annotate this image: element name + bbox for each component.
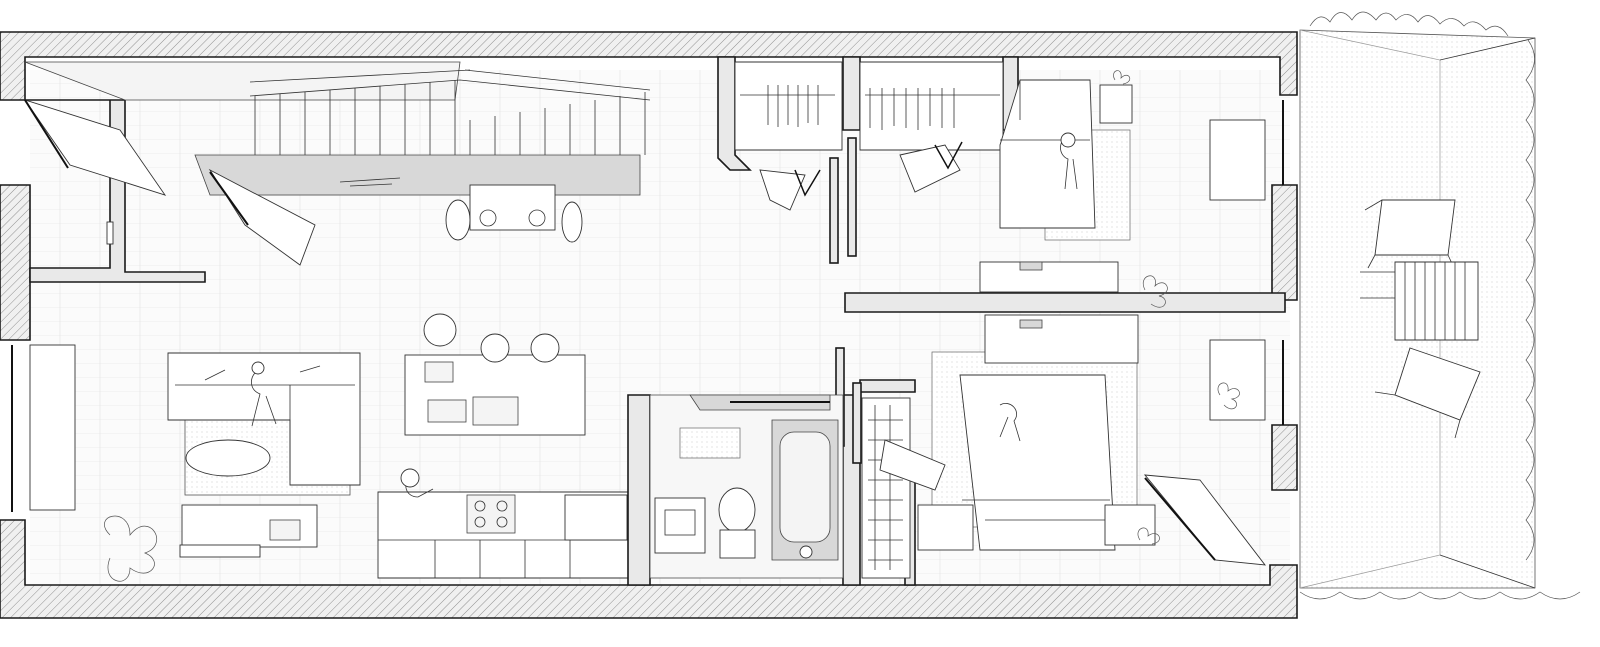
bath-mat bbox=[679, 427, 741, 459]
bed-top bbox=[999, 79, 1096, 229]
wardrobe-left bbox=[734, 61, 843, 211]
closet-shelves bbox=[861, 397, 911, 579]
window-bedroom-bottom bbox=[1209, 339, 1266, 421]
nightstand-top bbox=[1099, 84, 1133, 124]
living-area bbox=[104, 352, 361, 582]
coffee-table bbox=[185, 439, 271, 477]
bathroom bbox=[649, 394, 844, 579]
terrace-chair-bottom bbox=[1374, 347, 1481, 439]
mezzanine-edge bbox=[194, 154, 641, 196]
terrace bbox=[1299, 11, 1581, 600]
dining-table bbox=[445, 184, 583, 243]
plants-floor bbox=[1142, 275, 1168, 308]
fridge bbox=[564, 494, 628, 541]
dining-chair-left bbox=[445, 199, 471, 241]
entry-door bbox=[23, 99, 167, 196]
bed-bottom bbox=[959, 374, 1116, 551]
plant-monstera bbox=[104, 515, 157, 582]
closet-door bbox=[208, 168, 316, 266]
sofa bbox=[167, 352, 361, 486]
hedge-top bbox=[1309, 11, 1509, 37]
kitchen bbox=[377, 313, 631, 579]
plant-window bbox=[1217, 382, 1240, 410]
terrace-table bbox=[1360, 261, 1479, 341]
bedroom-top bbox=[979, 70, 1284, 308]
stool-3 bbox=[530, 333, 560, 363]
dining-chair-right bbox=[561, 201, 583, 243]
desk-top bbox=[979, 261, 1119, 293]
hedge-right bbox=[1525, 39, 1535, 561]
nightstand-bottom-left bbox=[917, 504, 974, 551]
terrace-chair-top bbox=[1364, 199, 1456, 271]
left-openings bbox=[11, 99, 316, 512]
dresser-bottom bbox=[984, 314, 1139, 364]
plant-corner bbox=[1137, 527, 1160, 545]
wardrobe-right bbox=[859, 61, 1004, 193]
stove bbox=[466, 494, 516, 534]
stool-1 bbox=[423, 313, 457, 347]
stool-2 bbox=[480, 333, 510, 363]
sink bbox=[654, 497, 706, 554]
window-left bbox=[29, 344, 76, 511]
plant-nightstand bbox=[1113, 70, 1131, 85]
dog bbox=[999, 403, 1021, 442]
nightstand-bottom-right bbox=[1104, 504, 1156, 546]
bedroom-bottom bbox=[861, 314, 1284, 579]
hedge-bottom bbox=[1299, 591, 1581, 600]
closet-door-bottom bbox=[879, 439, 946, 491]
window-bedroom-top bbox=[1209, 119, 1266, 201]
toilet bbox=[718, 487, 756, 533]
exterior-walls bbox=[0, 31, 1298, 619]
